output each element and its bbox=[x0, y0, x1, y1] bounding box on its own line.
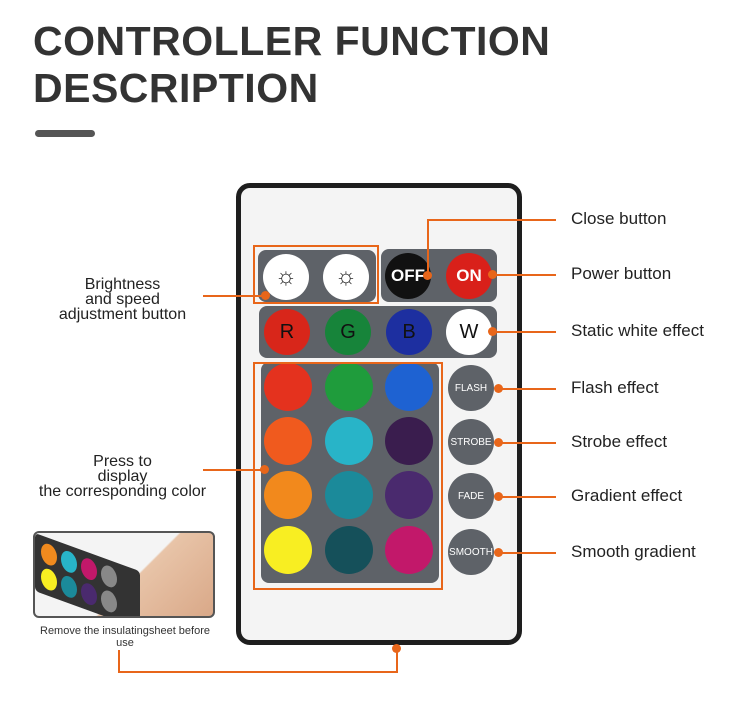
smooth-label: Smooth gradient bbox=[571, 542, 696, 561]
label-line: and speed bbox=[85, 291, 160, 308]
brightness-down-button[interactable]: ☼ bbox=[323, 254, 369, 300]
label-line: adjustment button bbox=[58, 306, 187, 323]
mini-remote bbox=[35, 533, 140, 616]
color-button-b[interactable]: B bbox=[386, 309, 432, 355]
label-line: Press to bbox=[93, 453, 152, 470]
inset-line-h bbox=[118, 671, 398, 673]
battery-dot bbox=[392, 644, 401, 653]
color-button[interactable] bbox=[385, 417, 433, 465]
brightness-dot bbox=[261, 291, 270, 300]
inset-caption: Remove the insulatingsheet before use bbox=[40, 625, 210, 649]
effect-button-smooth[interactable]: SMOOTH bbox=[448, 529, 494, 575]
flash-dot bbox=[494, 384, 503, 393]
color-button[interactable] bbox=[264, 417, 312, 465]
close-line-h bbox=[427, 219, 556, 221]
color-button[interactable] bbox=[385, 526, 433, 574]
color-button[interactable] bbox=[385, 471, 433, 519]
brightness-line bbox=[203, 295, 266, 297]
color-button[interactable] bbox=[264, 363, 312, 411]
label-line: Brightness bbox=[84, 276, 161, 293]
color-button[interactable] bbox=[264, 471, 312, 519]
brightness-highlight bbox=[253, 245, 379, 304]
press-dot bbox=[260, 465, 269, 474]
color-button[interactable] bbox=[385, 363, 433, 411]
effect-button-strobe[interactable]: STROBE bbox=[448, 419, 494, 465]
label-line: display bbox=[97, 468, 148, 485]
title-line-1: CONTROLLER FUNCTION bbox=[33, 18, 551, 64]
gradient-label: Gradient effect bbox=[571, 486, 683, 505]
sun-up-icon: ☼ bbox=[275, 263, 297, 290]
smooth-dot bbox=[494, 548, 503, 557]
strobe-dot bbox=[494, 438, 503, 447]
white-line bbox=[492, 331, 556, 333]
color-button[interactable] bbox=[325, 417, 373, 465]
strobe-line bbox=[498, 442, 556, 444]
flash-label: Flash effect bbox=[571, 378, 659, 397]
color-button[interactable] bbox=[325, 363, 373, 411]
color-button-w[interactable]: W bbox=[446, 309, 492, 355]
power-dot bbox=[488, 270, 497, 279]
white-dot bbox=[488, 327, 497, 336]
title-underline bbox=[35, 130, 95, 137]
strobe-label: Strobe effect bbox=[571, 432, 668, 451]
inset-line-v2 bbox=[396, 648, 398, 673]
effect-button-flash[interactable]: FLASH bbox=[448, 365, 494, 411]
color-highlight bbox=[253, 362, 443, 590]
color-button[interactable] bbox=[264, 526, 312, 574]
gradient-dot bbox=[494, 492, 503, 501]
brightness-up-button[interactable]: ☼ bbox=[263, 254, 309, 300]
close-dot bbox=[423, 271, 432, 280]
close-line bbox=[427, 219, 429, 276]
color-button-g[interactable]: G bbox=[325, 309, 371, 355]
press-line bbox=[203, 469, 265, 471]
smooth-line bbox=[498, 552, 556, 554]
power-label: Power button bbox=[571, 264, 672, 283]
flash-line bbox=[498, 388, 556, 390]
power-line bbox=[492, 274, 556, 276]
inset-photo bbox=[33, 531, 215, 618]
close-label: Close button bbox=[571, 209, 667, 228]
gradient-line bbox=[498, 496, 556, 498]
on-button[interactable]: ON bbox=[446, 253, 492, 299]
inset-line-v1 bbox=[118, 650, 120, 673]
white-label: Static white effect bbox=[571, 321, 704, 340]
title-line-2: DESCRIPTION bbox=[33, 65, 319, 111]
sun-down-icon: ☼ bbox=[335, 263, 357, 290]
effect-button-fade[interactable]: FADE bbox=[448, 473, 494, 519]
color-button[interactable] bbox=[325, 471, 373, 519]
label-line: the corresponding color bbox=[38, 483, 207, 500]
off-button[interactable]: OFF bbox=[385, 253, 431, 299]
color-button-r[interactable]: R bbox=[264, 309, 310, 355]
color-button[interactable] bbox=[325, 526, 373, 574]
